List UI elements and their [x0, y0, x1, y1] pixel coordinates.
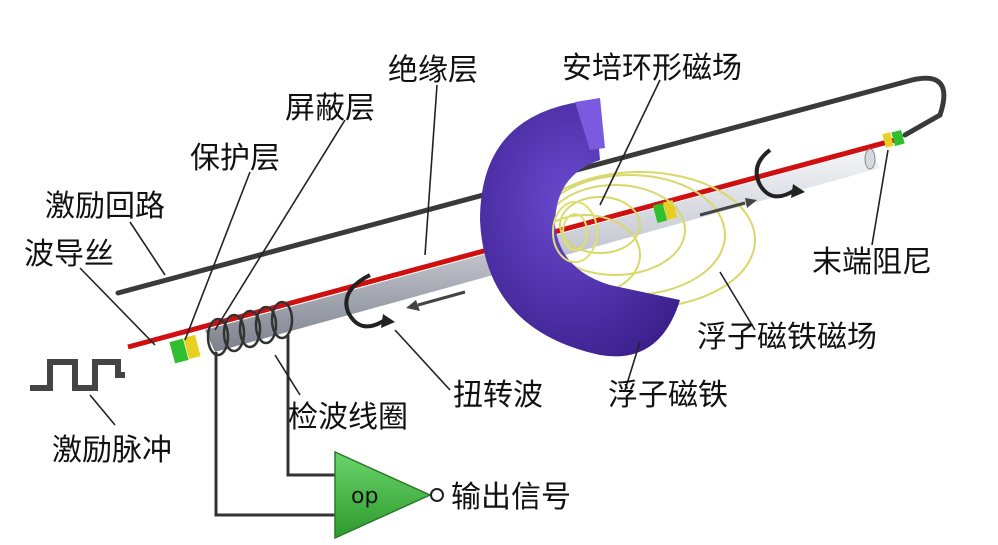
ring-right-green: [652, 203, 668, 223]
amplifier: op: [334, 450, 444, 540]
ampere-ring-field-lines: [552, 201, 598, 263]
end-damper-ring-y: [882, 132, 894, 148]
float-magnet-top-face: [575, 98, 605, 150]
amplifier-label: op: [351, 484, 378, 509]
label-torsion-wave: 扭转波: [453, 378, 543, 413]
label-protective-layer: 保护层: [190, 141, 280, 176]
excitation-pulse-waveform: [30, 359, 125, 391]
end-damper-ring: [891, 129, 905, 147]
label-detection-coil: 检波线圈: [288, 400, 408, 435]
torsion-wave-arrow-right: [699, 148, 805, 217]
label-end-damper: 末端阻尼: [812, 245, 932, 280]
label-excitation-loop: 激励回路: [45, 189, 165, 224]
label-float-magnet-field: 浮子磁铁磁场: [697, 320, 877, 355]
label-float-magnet: 浮子磁铁: [608, 378, 728, 413]
coil-lead-1: [214, 352, 335, 517]
float-magnet: [480, 100, 680, 357]
amplifier-output-node: [430, 488, 444, 502]
excitation-loop-wire: [115, 75, 947, 296]
detection-coil: [206, 300, 294, 357]
torsion-wave-arrow: [344, 273, 466, 329]
label-insulation-layer: 绝缘层: [388, 53, 478, 88]
protective-ring-left: [169, 338, 189, 364]
label-waveguide-wire: 波导丝: [24, 237, 114, 272]
label-shield-layer: 屏蔽层: [285, 91, 375, 126]
label-output-signal: 输出信号: [451, 480, 571, 515]
label-ampere-ring-field: 安培环形磁场: [562, 51, 742, 86]
label-excitation-pulse: 激励脉冲: [52, 433, 172, 468]
protective-ring-left-y: [183, 334, 201, 360]
leader-lines: [79, 79, 889, 426]
coil-lead-2: [286, 335, 335, 477]
